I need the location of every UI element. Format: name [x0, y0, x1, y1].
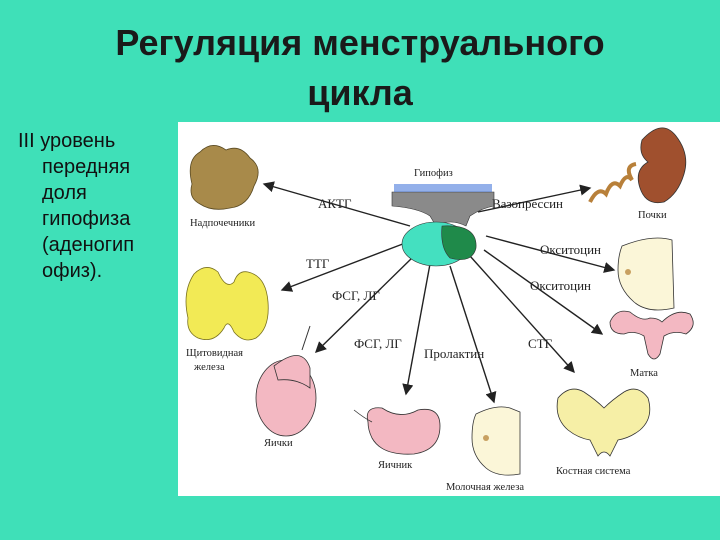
side-line-2: передняя [42, 156, 131, 178]
arrow-uterus [483, 249, 604, 335]
arrow-kidneys [477, 184, 592, 213]
breast-image [471, 406, 521, 476]
label-thyroid-2: железа [193, 362, 225, 373]
label-prolactin: Пролактин [424, 346, 484, 361]
label-ovary: Яичник [378, 460, 413, 471]
adrenals-image [189, 145, 259, 210]
label-adrenals: Надпочечники [190, 218, 255, 229]
label-oxytocin-1: Окситоцин [540, 242, 601, 257]
label-ttg: ТТГ [306, 256, 330, 271]
side-line-3: доля [42, 182, 87, 204]
label-actg: АКТГ [318, 196, 352, 211]
breast-right-image [617, 237, 675, 311]
hormone-labels: Гипофиз АКТГ ТТГ ФСГ, ЛГ ФСГ, ЛГ Пролакт… [306, 168, 601, 361]
arrow-bones [469, 255, 575, 374]
diagram-panel: Надпочечники Щитовидная железа Яички Яич… [178, 122, 720, 496]
uterus-image [609, 310, 694, 360]
side-line-6: офиз). [42, 260, 103, 282]
slide-title: Регуляция менструального цикла [60, 18, 660, 118]
title-line-2: цикла [307, 72, 413, 113]
ovary-image [353, 407, 441, 455]
arrows [262, 181, 616, 404]
side-line-4: гипофиза [42, 208, 131, 230]
arrow-testes [314, 255, 415, 353]
bones-image [556, 388, 651, 457]
side-line-5: (аденогип [42, 234, 135, 256]
organ-labels: Надпочечники Щитовидная железа Яички Яич… [186, 210, 667, 493]
thyroid-image [185, 267, 269, 341]
label-kidneys: Почки [638, 210, 667, 221]
label-testes: Яички [264, 438, 293, 449]
label-stg: СТГ [528, 336, 553, 351]
label-breast: Молочная железа [446, 482, 524, 493]
pituitary [391, 184, 495, 267]
title-line-1: Регуляция менструального [115, 22, 605, 63]
diagram-svg: Надпочечники Щитовидная железа Яички Яич… [185, 127, 694, 493]
side-line-1: III уровень [18, 130, 116, 152]
label-center: Гипофиз [414, 168, 453, 179]
side-text: III уровень передняя доля гипофиза (аден… [18, 128, 178, 284]
label-bones: Костная система [556, 466, 631, 477]
arrow-thyroid [280, 241, 409, 292]
arrow-breast-right [485, 235, 616, 273]
label-fsg-lg-1: ФСГ, ЛГ [332, 288, 380, 303]
label-uterus: Матка [630, 368, 658, 379]
arrow-ovary [402, 263, 431, 396]
arrow-adrenals [262, 181, 411, 227]
label-thyroid-1: Щитовидная [186, 348, 243, 359]
label-vasopressin: Вазопрессин [492, 196, 563, 211]
kidneys-image [588, 127, 687, 204]
label-fsg-lg-2: ФСГ, ЛГ [354, 336, 402, 351]
label-oxytocin-2: Окситоцин [530, 278, 591, 293]
testes-image [255, 325, 317, 437]
arrow-breast [449, 265, 497, 404]
